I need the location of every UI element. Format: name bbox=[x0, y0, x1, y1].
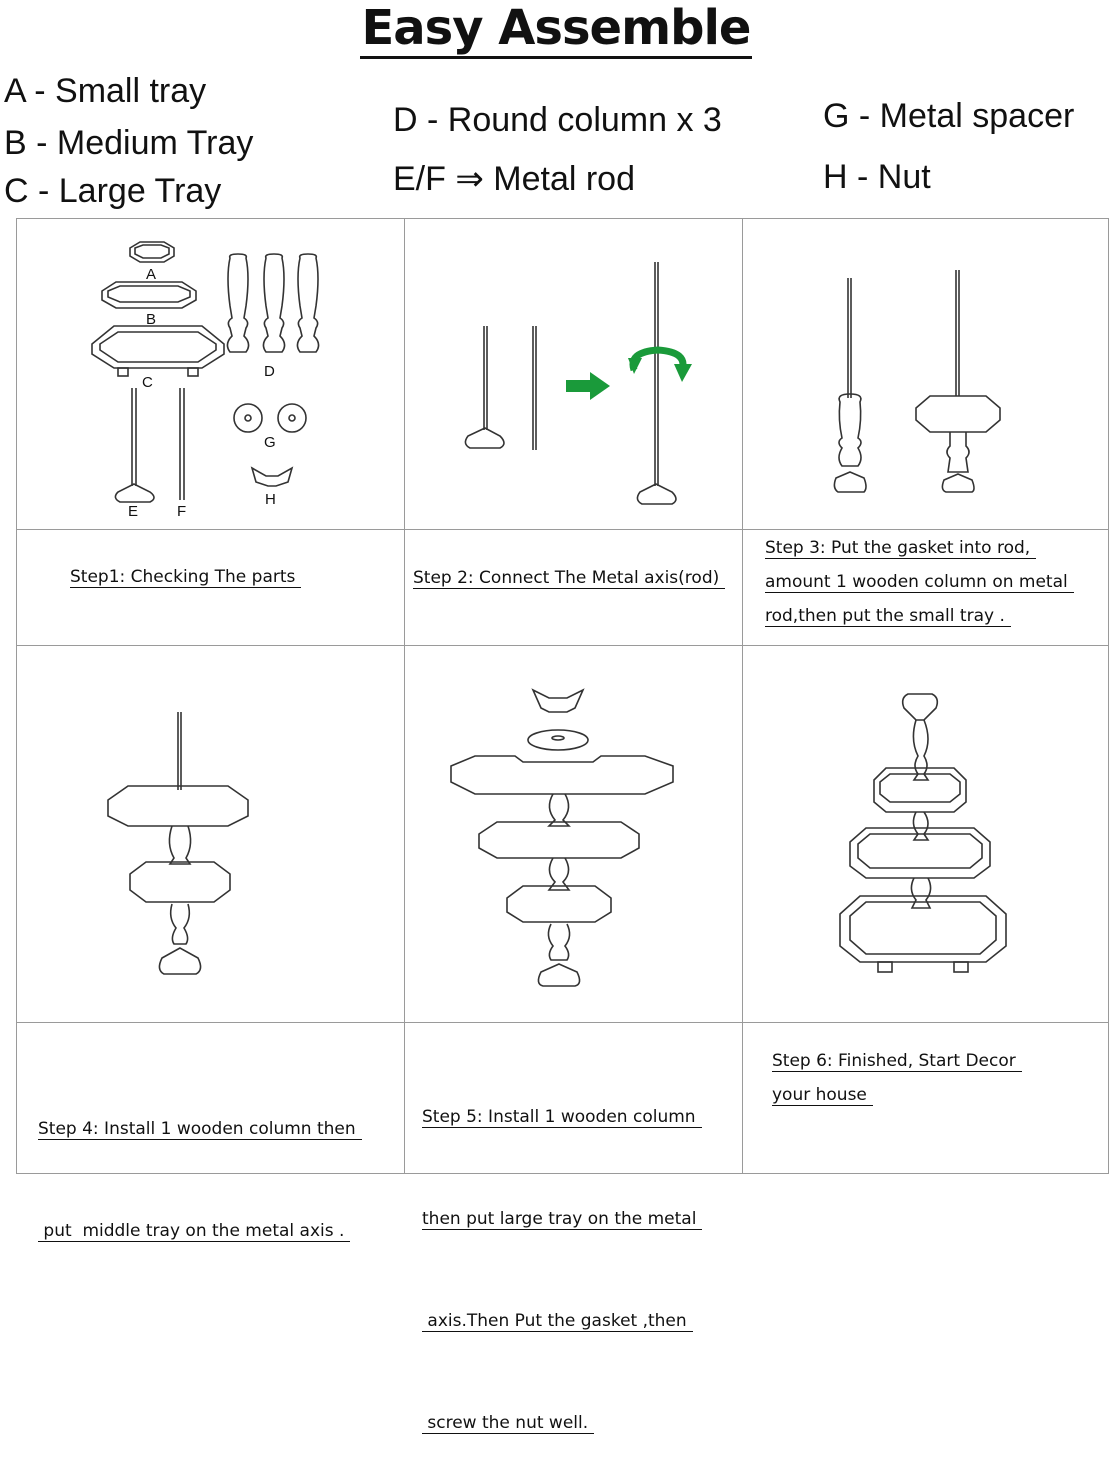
connect-rod-illustration bbox=[464, 262, 692, 505]
step-5-caption: Step 5: Install 1 wooden column then put… bbox=[422, 1032, 703, 1474]
middle-tray-illustration bbox=[107, 712, 249, 975]
legend-g: G - Metal spacer bbox=[823, 97, 1075, 135]
grid-divider bbox=[404, 219, 405, 1173]
part-label-g: G bbox=[264, 434, 276, 451]
grid-divider bbox=[17, 645, 1108, 646]
legend-d: D - Round column x 3 bbox=[393, 101, 722, 139]
part-label-a: A bbox=[146, 266, 156, 283]
legend-c: C - Large Tray bbox=[4, 172, 222, 210]
legend-h: H - Nut bbox=[823, 158, 931, 196]
large-tray-illustration bbox=[450, 688, 674, 987]
step-2-caption: Step 2: Connect The Metal axis(rod) bbox=[413, 561, 726, 595]
parts-illustration: A B C D E F G H bbox=[91, 241, 320, 520]
part-label-f: F bbox=[177, 503, 186, 520]
instruction-grid bbox=[16, 218, 1109, 1174]
legend-b: B - Medium Tray bbox=[4, 124, 254, 162]
small-tray-illustration bbox=[833, 270, 1001, 493]
grid-divider bbox=[17, 529, 1108, 530]
part-label-c: C bbox=[142, 374, 153, 391]
page-title: Easy Assemble bbox=[0, 0, 1112, 59]
part-label-e: E bbox=[128, 503, 138, 520]
green-arrow-icon bbox=[566, 372, 610, 400]
finished-stand-illustration bbox=[839, 693, 1007, 973]
part-label-h: H bbox=[265, 491, 276, 508]
part-label-d: D bbox=[264, 363, 275, 380]
grid-divider bbox=[742, 219, 743, 1173]
step-4-caption: Step 4: Install 1 wooden column then put… bbox=[38, 1044, 362, 1282]
step-6-caption: Step 6: Finished, Start Decor your house bbox=[772, 1044, 1022, 1112]
part-label-b: B bbox=[146, 311, 156, 328]
step-1-caption: Step1: Checking The parts bbox=[70, 560, 302, 594]
legend-ef: E/F ⇒ Metal rod bbox=[393, 160, 636, 198]
step-3-caption: Step 3: Put the gasket into rod, amount … bbox=[765, 531, 1074, 633]
legend-a: A - Small tray bbox=[4, 72, 207, 110]
grid-divider bbox=[17, 1022, 1108, 1023]
